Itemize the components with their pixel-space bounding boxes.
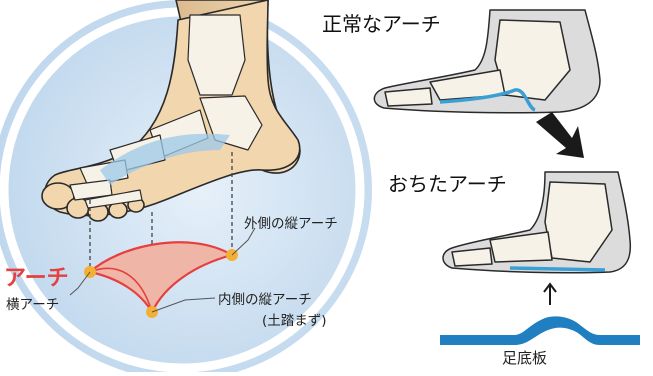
arch-red-label: アーチ [4,260,69,292]
down-arrow-icon [536,112,584,158]
insole-profile [440,316,640,345]
up-arrow-icon [544,284,556,305]
normal-arch-title: 正常なアーチ [322,8,441,37]
insole-label: 足底板 [502,350,547,367]
fallen-arch-title: おちたアーチ [388,168,507,197]
medial-arch-label: 内側の縦アーチ [218,292,312,309]
lateral-arch-label: 外側の縦アーチ [244,216,338,233]
medial-arch-note: (土踏まず) [262,313,327,330]
transverse-arch-label: 横アーチ [6,297,59,314]
